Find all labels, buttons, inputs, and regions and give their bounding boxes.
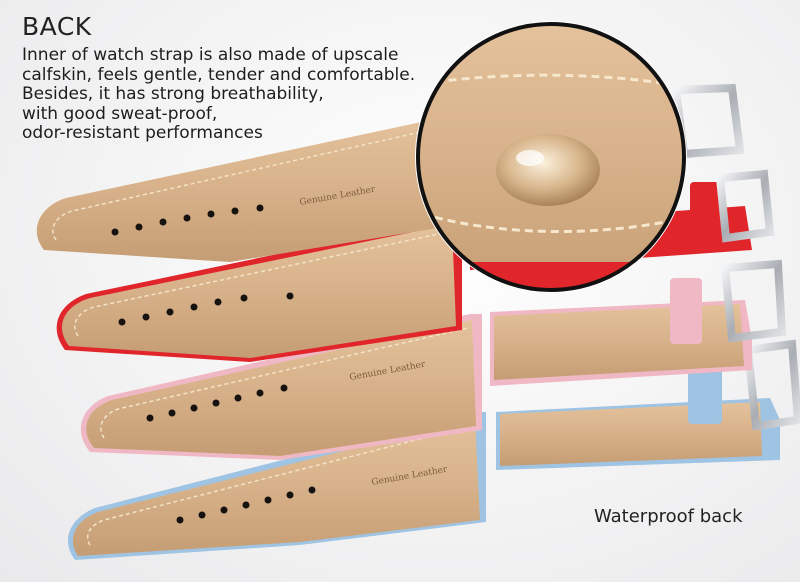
water-droplet <box>496 134 600 206</box>
buckle <box>715 169 775 243</box>
strap-holes <box>118 292 294 326</box>
strap-holes <box>111 204 264 236</box>
strap-holes <box>146 384 288 422</box>
section-heading: BACK <box>22 12 92 41</box>
strap-keeper <box>670 278 702 344</box>
description-line: with good sweat-proof, <box>22 103 218 124</box>
strap-keeper <box>688 362 722 424</box>
description-line: Besides, it has strong breathability, <box>22 84 324 104</box>
magnifier-lens <box>415 21 687 293</box>
description-line: odor-resistant performances <box>22 123 263 143</box>
buckle <box>720 259 787 343</box>
waterproof-caption: Waterproof back <box>594 506 743 527</box>
strap-keeper <box>690 182 720 248</box>
strap-blue <box>67 339 800 560</box>
strap-pink <box>80 259 787 460</box>
description-text: Inner of watch strap is also made of ups… <box>22 45 442 144</box>
strap-holes <box>176 486 316 524</box>
description-line: calfskin, feels gentle, tender and comfo… <box>22 64 416 85</box>
buckle <box>743 339 800 431</box>
description-line: Inner of watch strap is also made of ups… <box>22 45 399 65</box>
